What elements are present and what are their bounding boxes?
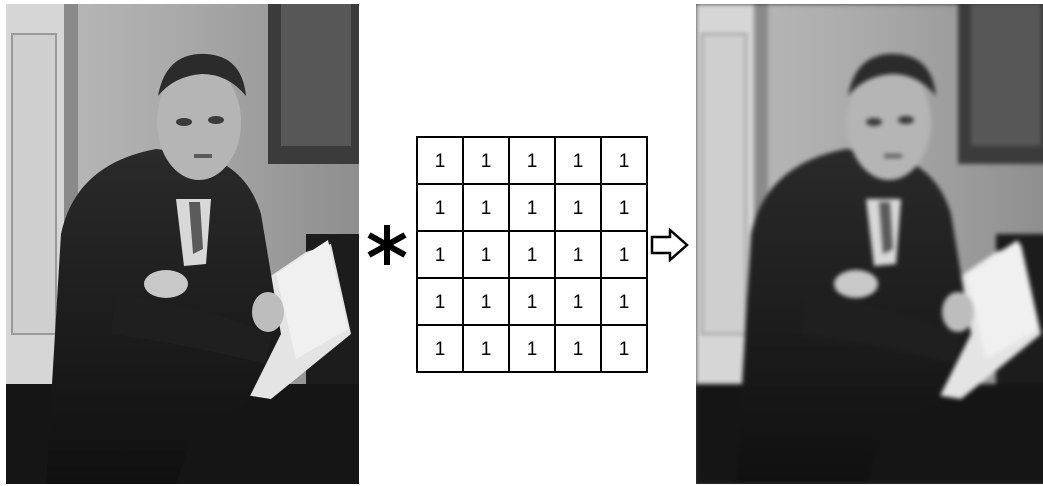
asterisk-icon — [364, 222, 410, 268]
kernel-row: 1 1 1 1 1 — [417, 278, 647, 325]
kernel-cell: 1 — [509, 231, 555, 278]
kernel-cell: 1 — [417, 278, 463, 325]
portrait-photo-icon — [696, 4, 1043, 484]
kernel-cell: 1 — [417, 184, 463, 231]
kernel-cell: 1 — [417, 137, 463, 184]
kernel-cell: 1 — [601, 278, 647, 325]
kernel-cell: 1 — [463, 231, 509, 278]
kernel-cell: 1 — [463, 137, 509, 184]
kernel-cell: 1 — [509, 137, 555, 184]
kernel-cell: 1 — [601, 137, 647, 184]
kernel-cell: 1 — [601, 184, 647, 231]
input-photo — [6, 4, 359, 484]
kernel-row: 1 1 1 1 1 — [417, 231, 647, 278]
kernel-cell: 1 — [555, 184, 601, 231]
kernel-cell: 1 — [463, 278, 509, 325]
output-photo — [696, 4, 1043, 484]
kernel-cell: 1 — [601, 231, 647, 278]
kernel-cell: 1 — [417, 231, 463, 278]
kernel-row: 1 1 1 1 1 — [417, 325, 647, 372]
kernel-cell: 1 — [509, 184, 555, 231]
kernel-cell: 1 — [601, 325, 647, 372]
kernel-cell: 1 — [555, 231, 601, 278]
kernel-matrix: 1 1 1 1 1 1 1 1 1 1 1 1 1 1 1 1 1 1 1 1 — [416, 136, 648, 373]
right-arrow-icon — [650, 228, 690, 262]
kernel-cell: 1 — [509, 325, 555, 372]
kernel-cell: 1 — [555, 278, 601, 325]
kernel-cell: 1 — [463, 325, 509, 372]
portrait-photo-icon — [6, 4, 359, 484]
kernel-row: 1 1 1 1 1 — [417, 137, 647, 184]
kernel-cell: 1 — [463, 184, 509, 231]
kernel-cell: 1 — [509, 278, 555, 325]
kernel-row: 1 1 1 1 1 — [417, 184, 647, 231]
kernel-cell: 1 — [555, 325, 601, 372]
kernel-cell: 1 — [555, 137, 601, 184]
kernel-cell: 1 — [417, 325, 463, 372]
